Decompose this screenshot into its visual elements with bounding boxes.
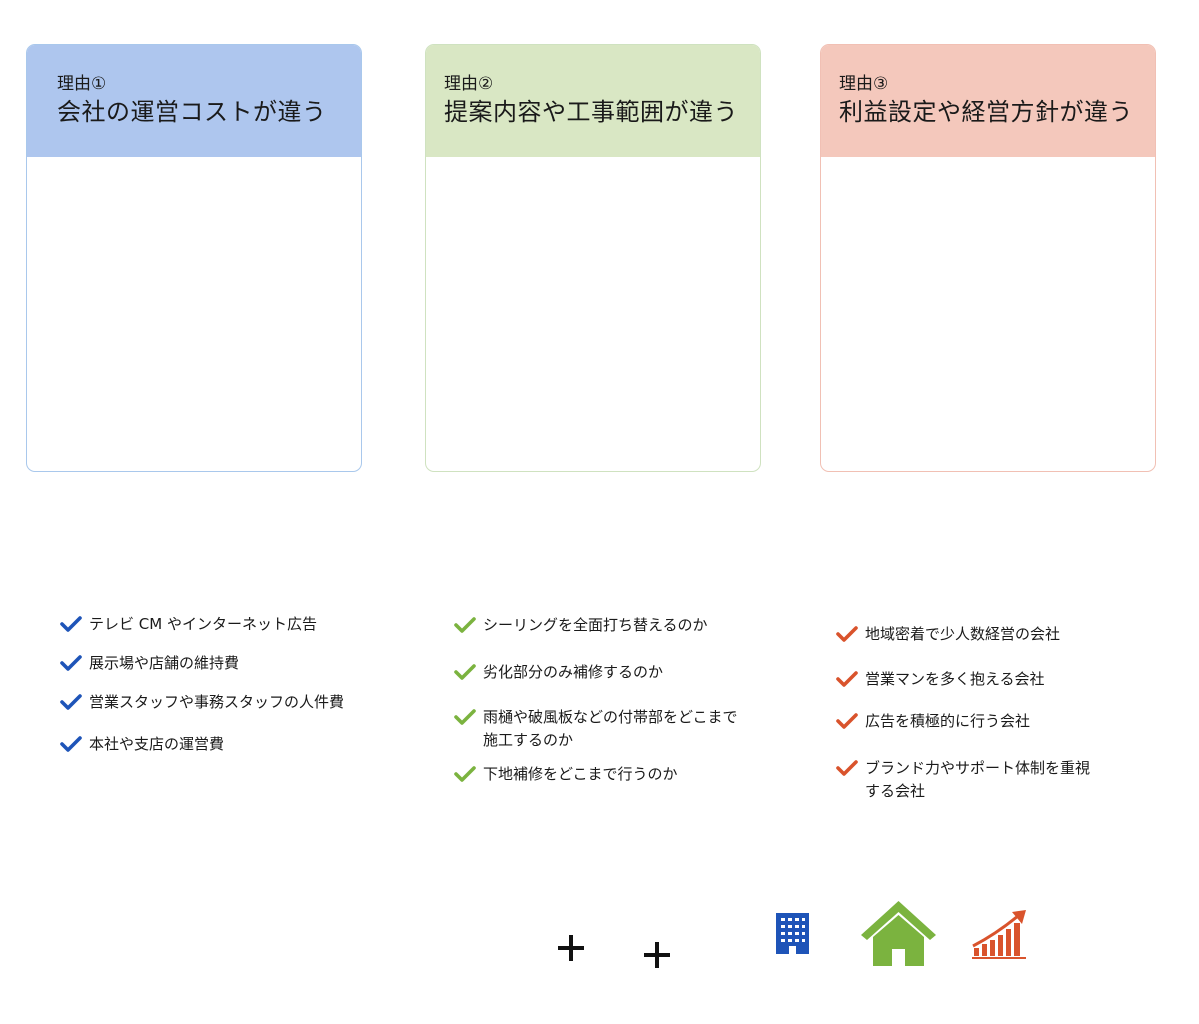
reason-card-1: 理由① 会社の運営コストが違う: [26, 44, 362, 472]
list-item-text: 広告を積極的に行う会社: [865, 712, 1031, 730]
reason-card-2-header: 理由② 提案内容や工事範囲が違う: [426, 45, 760, 157]
list-item: 営業マンを多く抱える会社: [836, 668, 1045, 691]
reason-card-3-title: 利益設定や経営方針が違う: [839, 98, 1133, 126]
reason-card-1-label: 理由①: [57, 74, 107, 94]
list-item-text-continued: する会社: [865, 782, 926, 800]
list-item-text: ブランド力やサポート体制を重視: [865, 759, 1091, 777]
check-icon: [454, 763, 476, 785]
list-item: 雨樋や破風板などの付帯部をどこまで施工するのか: [454, 706, 738, 752]
list-item-text: 下地補修をどこまで行うのか: [483, 765, 678, 783]
check-icon: [454, 706, 476, 728]
check-icon: [454, 661, 476, 683]
list-item: テレビ CM やインターネット広告: [60, 613, 317, 636]
list-item: シーリングを全面打ち替えるのか: [454, 614, 708, 637]
list-item-text: 劣化部分のみ補修するのか: [483, 663, 664, 681]
list-item-text: 地域密着で少人数経営の会社: [865, 625, 1061, 643]
reason-card-3-label: 理由③: [839, 74, 889, 94]
list-item-text: シーリングを全面打ち替えるのか: [483, 616, 708, 634]
check-icon: [836, 668, 858, 690]
list-item: ブランド力やサポート体制を重視する会社: [836, 757, 1090, 803]
list-item-text: 本社や支店の運営費: [89, 735, 225, 753]
house-icon: [861, 901, 936, 966]
list-item: 広告を積極的に行う会社: [836, 710, 1030, 733]
list-item-text: テレビ CM やインターネット広告: [89, 615, 317, 633]
list-item-text: 営業スタッフや事務スタッフの人件費: [89, 693, 345, 711]
check-icon: [60, 733, 82, 755]
growth-chart-icon: [972, 910, 1026, 959]
list-item: 営業スタッフや事務スタッフの人件費: [60, 691, 344, 714]
list-item: 地域密着で少人数経営の会社: [836, 623, 1060, 646]
plus-icon: [556, 933, 586, 963]
check-icon: [60, 652, 82, 674]
reason-card-2-label: 理由②: [444, 74, 494, 94]
check-icon: [836, 710, 858, 732]
list-item: 劣化部分のみ補修するのか: [454, 661, 663, 684]
check-icon: [60, 691, 82, 713]
reason-card-1-header: 理由① 会社の運営コストが違う: [27, 45, 361, 157]
check-icon: [836, 623, 858, 645]
list-item-text: 営業マンを多く抱える会社: [865, 670, 1045, 688]
list-item-text-continued: 施工するのか: [483, 731, 574, 749]
reason-card-3-header: 理由③ 利益設定や経営方針が違う: [821, 45, 1155, 157]
reason-card-2: 理由② 提案内容や工事範囲が違う: [425, 44, 761, 472]
list-item: 本社や支店の運営費: [60, 733, 224, 756]
list-item-text: 展示場や店舗の維持費: [89, 654, 240, 672]
list-item: 展示場や店舗の維持費: [60, 652, 239, 675]
list-item-text: 雨樋や破風板などの付帯部をどこまで: [483, 708, 738, 726]
reason-card-1-title: 会社の運営コストが違う: [57, 98, 327, 126]
reason-card-3: 理由③ 利益設定や経営方針が違う: [820, 44, 1156, 472]
check-icon: [454, 614, 476, 636]
list-item: 下地補修をどこまで行うのか: [454, 763, 678, 786]
reason-card-2-title: 提案内容や工事範囲が違う: [444, 98, 738, 126]
plus-icon: [642, 940, 672, 970]
check-icon: [836, 757, 858, 779]
check-icon: [60, 613, 82, 635]
building-icon: [776, 913, 809, 954]
